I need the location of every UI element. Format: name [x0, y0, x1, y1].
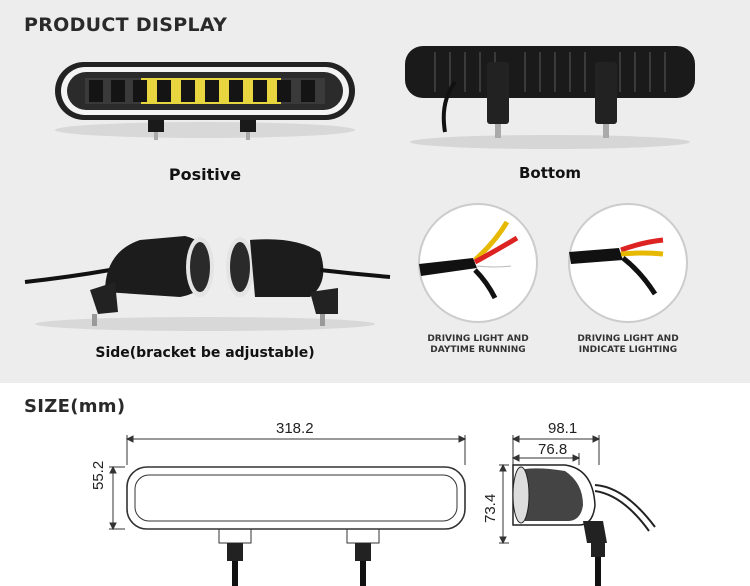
product-display-title: PRODUCT DISPLAY: [24, 14, 228, 36]
size-title: SIZE(mm): [24, 396, 126, 417]
wiring-diagram-left: [418, 203, 538, 323]
front-dimension-drawing: [109, 435, 467, 586]
side-bracket-photo: [24, 236, 391, 331]
bottom-caption: Bottom: [518, 164, 581, 182]
positive-caption: Positive: [168, 165, 242, 184]
bottom-light-bar-photo: [405, 46, 695, 149]
length-dimension: 318.2: [276, 420, 314, 437]
wiring-diagram-right: [568, 203, 688, 323]
wiring-caption-left: DRIVING LIGHT AND DAYTIME RUNNING: [427, 334, 529, 355]
body-depth-dimension: 76.8: [538, 441, 568, 458]
total-depth-dimension: 98.1: [548, 420, 578, 437]
side-height-dimension: 73.4: [482, 493, 499, 523]
positive-light-bar-photo: [55, 62, 355, 140]
wiring-caption-right: DRIVING LIGHT AND INDICATE LIGHTING: [577, 334, 679, 355]
side-caption: Side(bracket be adjustable): [95, 345, 315, 361]
front-height-dimension: 55.2: [90, 460, 107, 490]
side-dimension-drawing: [499, 435, 656, 586]
